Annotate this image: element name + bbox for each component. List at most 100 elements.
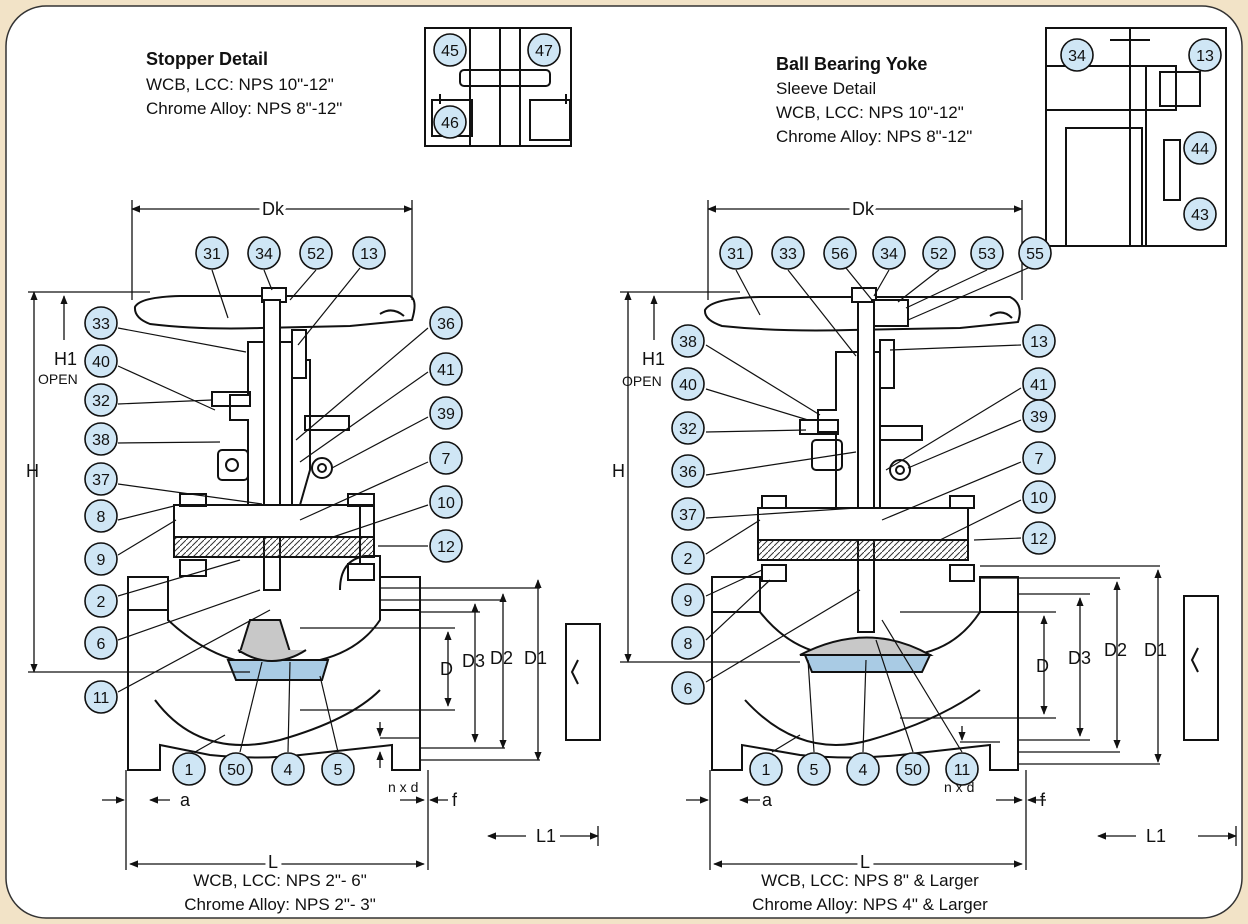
part-bubble-33: 33 xyxy=(771,236,805,270)
part-bubble-label: 8 xyxy=(97,509,106,526)
left-dim-dk: Dk xyxy=(262,199,285,219)
part-bubble-50: 50 xyxy=(219,752,253,786)
part-bubble-label: 6 xyxy=(684,681,693,698)
part-bubble-label: 9 xyxy=(97,552,106,569)
part-bubble-56: 56 xyxy=(823,236,857,270)
part-bubble-label: 38 xyxy=(679,334,697,351)
part-bubble-label: 55 xyxy=(1026,246,1044,263)
part-bubble-5: 5 xyxy=(797,752,831,786)
part-bubble-label: 13 xyxy=(1196,48,1214,65)
part-bubble-41: 41 xyxy=(429,352,463,386)
left-dim-f: f xyxy=(452,790,458,810)
left-dim-d3: D3 xyxy=(462,651,485,671)
part-bubble-label: 37 xyxy=(92,472,110,489)
part-bubble-53: 53 xyxy=(970,236,1004,270)
part-bubble-label: 31 xyxy=(203,246,221,263)
part-bubble-34: 34 xyxy=(247,236,281,270)
part-bubble-label: 2 xyxy=(97,594,106,611)
part-bubble-label: 56 xyxy=(831,246,849,263)
part-bubble-label: 33 xyxy=(92,316,110,333)
right-dim-dk: Dk xyxy=(852,199,875,219)
part-bubble-label: 53 xyxy=(978,246,996,263)
part-bubble-12: 12 xyxy=(429,529,463,563)
right-detail-title: Ball Bearing Yoke xyxy=(776,54,927,74)
part-bubble-label: 39 xyxy=(437,406,455,423)
part-bubble-label: 43 xyxy=(1191,207,1209,224)
part-bubble-label: 36 xyxy=(437,316,455,333)
right-dim-d3: D3 xyxy=(1068,648,1091,668)
right-dim-h1: H1 xyxy=(642,349,665,369)
part-bubble-13: 13 xyxy=(352,236,386,270)
part-bubble-label: 45 xyxy=(441,43,459,60)
part-bubble-50: 50 xyxy=(896,752,930,786)
part-bubble-52: 52 xyxy=(922,236,956,270)
right-detail-line-1: Sleeve Detail xyxy=(776,79,876,98)
part-bubble-label: 33 xyxy=(779,246,797,263)
right-dim-d1: D1 xyxy=(1144,640,1167,660)
part-bubble-13: 13 xyxy=(1022,324,1056,358)
part-bubble-label: 7 xyxy=(442,451,451,468)
part-bubble-4: 4 xyxy=(846,752,880,786)
part-bubble-40: 40 xyxy=(671,367,705,401)
part-bubble-label: 34 xyxy=(255,246,273,263)
left-dim-l1: L1 xyxy=(536,826,556,846)
part-bubble-43: 43 xyxy=(1183,197,1217,231)
part-bubble-39: 39 xyxy=(1022,399,1056,433)
part-bubble-label: 32 xyxy=(679,421,697,438)
part-bubble-label: 52 xyxy=(930,246,948,263)
left-dim-h1: H1 xyxy=(54,349,77,369)
part-bubble-label: 7 xyxy=(1035,451,1044,468)
part-bubble-38: 38 xyxy=(84,422,118,456)
left-dim-d2: D2 xyxy=(490,648,513,668)
part-bubble-5: 5 xyxy=(321,752,355,786)
part-bubble-label: 52 xyxy=(307,246,325,263)
part-bubble-47: 47 xyxy=(527,33,561,67)
part-bubble-label: 13 xyxy=(1030,334,1048,351)
part-bubble-label: 10 xyxy=(1030,490,1048,507)
part-bubble-label: 12 xyxy=(1030,531,1048,548)
part-bubble-9: 9 xyxy=(84,542,118,576)
left-dim-l: L xyxy=(268,852,278,872)
part-bubble-7: 7 xyxy=(1022,441,1056,475)
part-bubble-label: 1 xyxy=(185,762,194,779)
part-bubble-4: 4 xyxy=(271,752,305,786)
right-detail-line-2: WCB, LCC: NPS 10"-12" xyxy=(776,103,964,122)
part-bubble-label: 44 xyxy=(1191,141,1209,158)
part-bubble-33: 33 xyxy=(84,306,118,340)
right-dim-nxd: n x d xyxy=(944,779,974,795)
part-bubble-label: 32 xyxy=(92,393,110,410)
left-detail-line-1: WCB, LCC: NPS 10"-12" xyxy=(146,75,334,94)
part-bubble-label: 12 xyxy=(437,539,455,556)
part-bubble-label: 40 xyxy=(679,377,697,394)
part-bubble-6: 6 xyxy=(84,626,118,660)
part-bubble-52: 52 xyxy=(299,236,333,270)
part-bubble-label: 8 xyxy=(684,636,693,653)
part-bubble-46: 46 xyxy=(433,105,467,139)
part-bubble-label: 11 xyxy=(954,762,971,779)
part-bubble-34: 34 xyxy=(872,236,906,270)
part-bubble-40: 40 xyxy=(84,344,118,378)
part-bubble-label: 50 xyxy=(227,762,245,779)
part-bubble-45: 45 xyxy=(433,33,467,67)
part-bubble-10: 10 xyxy=(429,485,463,519)
left-dim-a: a xyxy=(180,790,191,810)
part-bubble-2: 2 xyxy=(671,541,705,575)
part-bubble-label: 11 xyxy=(93,690,110,707)
part-bubble-label: 6 xyxy=(97,636,106,653)
left-detail-title: Stopper Detail xyxy=(146,49,268,69)
left-dimensions xyxy=(28,200,599,870)
part-bubble-9: 9 xyxy=(671,583,705,617)
part-bubble-label: 50 xyxy=(904,762,922,779)
left-caption-line-2: Chrome Alloy: NPS 2"- 3" xyxy=(184,895,376,914)
part-bubble-label: 34 xyxy=(1068,48,1086,65)
part-bubble-11: 11 xyxy=(945,752,979,786)
part-bubble-41: 41 xyxy=(1022,367,1056,401)
part-bubble-36: 36 xyxy=(429,306,463,340)
right-dim-l1: L1 xyxy=(1146,826,1166,846)
part-bubble-label: 41 xyxy=(437,362,455,379)
right-dim-l: L xyxy=(860,852,870,872)
left-detail-line-2: Chrome Alloy: NPS 8"-12" xyxy=(146,99,342,118)
part-bubble-label: 37 xyxy=(679,507,697,524)
